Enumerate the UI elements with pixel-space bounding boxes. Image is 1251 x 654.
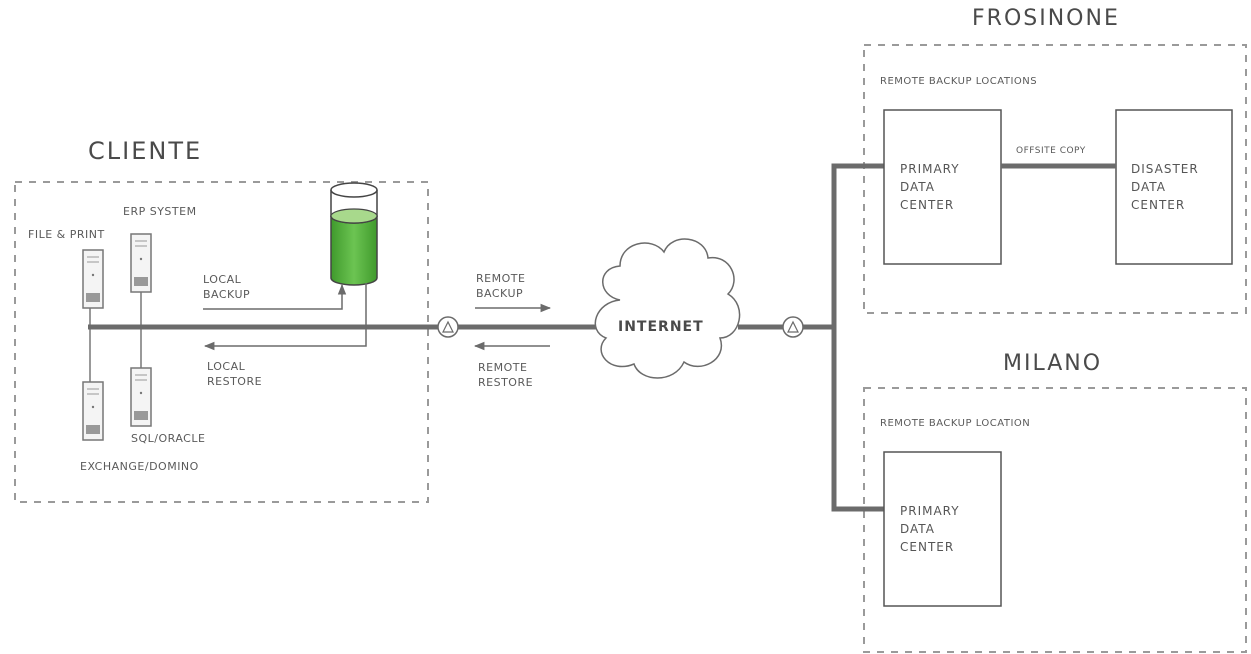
cliente-title: CLIENTE — [88, 137, 203, 165]
remote-restore-label: REMOTE RESTORE — [478, 361, 534, 389]
frosinone-disaster-box — [1115, 109, 1233, 265]
frosinone-primary-label: PRIMARY DATA CENTER — [900, 162, 960, 212]
file-print-server-icon — [82, 249, 104, 309]
erp-server-icon — [130, 233, 152, 293]
local-backup-label: LOCAL BACKUP — [203, 273, 251, 301]
frosinone-boundary — [863, 44, 1247, 314]
backup-database-icon — [330, 182, 378, 286]
local-restore-label: LOCAL RESTORE — [207, 360, 263, 388]
milano-primary-box — [883, 451, 1002, 607]
cliente-boundary — [14, 181, 429, 503]
exchange-server-icon — [82, 381, 104, 441]
milano-section-label: REMOTE BACKUP LOCATION — [880, 418, 1031, 429]
exchange-domino-label: EXCHANGE/DOMINO — [80, 460, 199, 473]
internet-cloud-icon — [594, 238, 741, 379]
milano-title: MILANO — [1003, 351, 1103, 376]
erp-system-label: ERP SYSTEM — [123, 205, 197, 218]
frosinone-section-label: REMOTE BACKUP LOCATIONS — [880, 76, 1038, 87]
sql-server-icon — [130, 367, 152, 427]
frosinone-primary-box — [883, 109, 1002, 265]
router-left-icon — [437, 316, 459, 338]
internet-label: INTERNET — [618, 319, 704, 335]
milano-primary-label: PRIMARY DATA CENTER — [900, 504, 960, 554]
offsite-copy-label: OFFSITE COPY — [1016, 146, 1086, 156]
remote-backup-label: REMOTE BACKUP — [476, 272, 526, 300]
frosinone-disaster-label: DISASTER DATA CENTER — [1131, 162, 1199, 212]
router-right-icon — [782, 316, 804, 338]
file-print-label: FILE & PRINT — [28, 228, 105, 241]
sql-oracle-label: SQL/ORACLE — [131, 432, 206, 445]
frosinone-title: FROSINONE — [972, 6, 1120, 31]
